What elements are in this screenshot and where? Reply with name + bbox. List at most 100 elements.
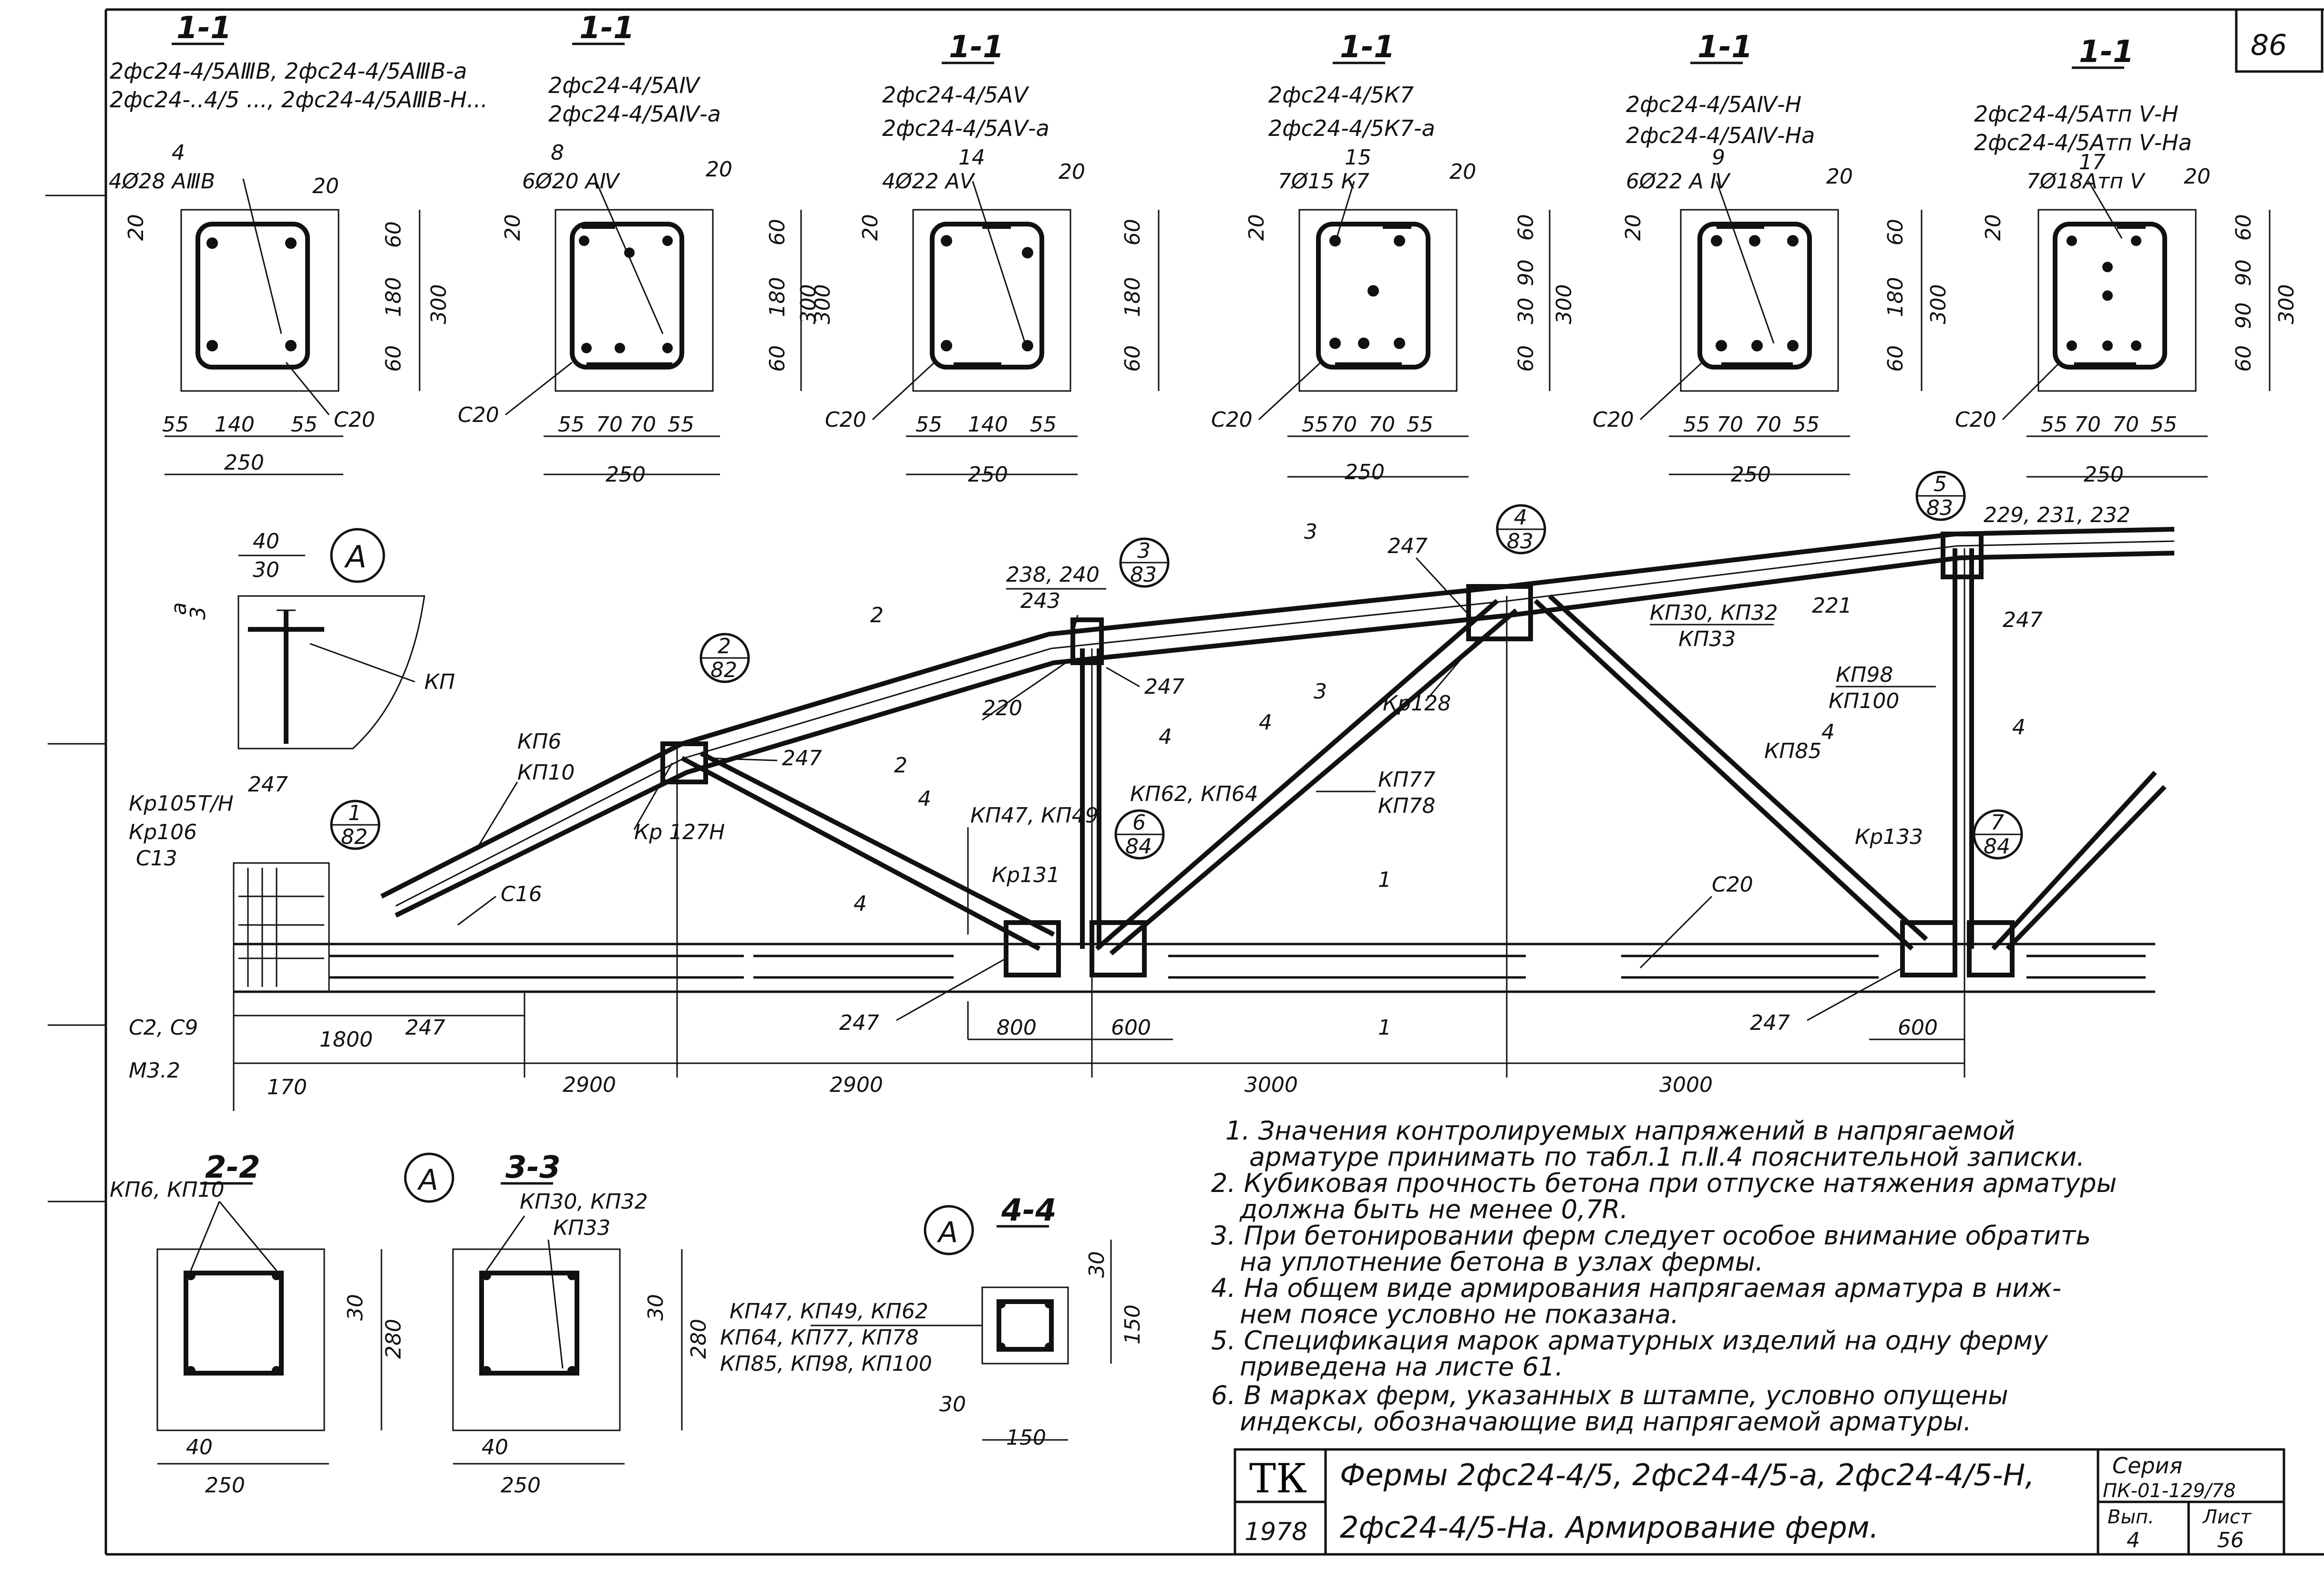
svg-text:6: 6 [1132, 811, 1146, 835]
svg-text:КП33: КП33 [553, 1216, 610, 1240]
svg-text:247: 247 [405, 1016, 445, 1040]
svg-text:КП64, КП77, КП78: КП64, КП77, КП78 [720, 1325, 919, 1350]
svg-text:40: 40 [253, 529, 279, 554]
svg-text:2900: 2900 [830, 1073, 883, 1097]
section-5: 1-1 2фс24-4/5АⅣ-Н 2фс24-4/5АⅣ-На 9 6Ø22 … [1593, 30, 1951, 487]
svg-text:70: 70 [2074, 412, 2101, 437]
svg-text:нем поясе условно не показана.: нем поясе условно не показана. [1240, 1299, 1679, 1329]
svg-text:5. Спецификация марок арматурн: 5. Спецификация марок арматурных изделий… [1211, 1325, 2048, 1356]
svg-text:2: 2 [718, 634, 731, 658]
svg-text:55: 55 [668, 412, 694, 437]
svg-text:6. В марках ферм, указанных в: 6. В марках ферм, указанных в штампе, ус… [1211, 1380, 2008, 1410]
svg-text:С20: С20 [825, 408, 866, 432]
svg-text:30: 30 [1085, 1251, 1109, 1278]
svg-text:300: 300 [1926, 284, 1951, 324]
svg-text:КП10: КП10 [517, 760, 575, 785]
svg-text:60: 60 [1514, 214, 1538, 241]
svg-text:8: 8 [551, 141, 564, 165]
svg-text:ТК: ТК [1249, 1455, 1307, 1502]
svg-text:КП98: КП98 [1836, 663, 1893, 687]
svg-text:С20: С20 [334, 408, 375, 432]
svg-text:247: 247 [1750, 1011, 1790, 1035]
truss-dimensions: 1800 170 2900 2900 800 600 3000 3000 600 [267, 1016, 1938, 1099]
section-1: 1-1 2фс24-4/5АⅢВ, 2фс24-4/5АⅢВ-а 2фс24-.… [109, 10, 488, 475]
svg-text:КП77: КП77 [1378, 768, 1435, 792]
svg-text:56: 56 [2217, 1528, 2244, 1552]
svg-text:4: 4 [2127, 1528, 2140, 1552]
svg-text:5: 5 [1933, 472, 1947, 496]
truss-labels: Кр105 Т/Н Кр106 С13 247 С16 Кр 127Н КП6 … [129, 503, 2130, 1083]
svg-text:55: 55 [1793, 412, 1820, 437]
svg-text:150: 150 [1121, 1304, 1145, 1345]
svg-text:247: 247 [839, 1011, 879, 1035]
section-2: 1-1 2фс24-4/5АⅣ 2фс24-4/5АⅣ-а 8 6Ø20 АⅣ … [458, 10, 835, 487]
svg-text:КП85, КП98, КП100: КП85, КП98, КП100 [720, 1352, 932, 1376]
svg-text:70: 70 [1330, 412, 1357, 437]
svg-text:Кр106: Кр106 [129, 820, 197, 844]
svg-text:3-3: 3-3 [505, 1150, 561, 1185]
svg-text:Кр133: Кр133 [1855, 825, 1923, 849]
svg-text:С20: С20 [1211, 408, 1253, 432]
svg-text:С20: С20 [1955, 408, 1996, 432]
svg-text:280: 280 [381, 1319, 406, 1359]
svg-text:140: 140 [968, 412, 1008, 437]
svg-text:30: 30 [1514, 298, 1538, 324]
svg-text:а: а [167, 602, 191, 615]
svg-text:90: 90 [1514, 259, 1538, 286]
svg-text:90: 90 [2231, 302, 2256, 329]
svg-text:2фс24-4/5Атп Ⅴ-Н: 2фс24-4/5Атп Ⅴ-Н [1974, 101, 2179, 127]
svg-text:2фс24-4/5АⅣ-На: 2фс24-4/5АⅣ-На [1626, 123, 1815, 148]
svg-text:55: 55 [2041, 412, 2067, 437]
svg-text:2фс24-4/5АⅢВ, 2фс24-4/5АⅢВ-а: 2фс24-4/5АⅢВ, 2фс24-4/5АⅢВ-а [110, 58, 467, 84]
svg-text:55: 55 [2150, 412, 2177, 437]
svg-text:247: 247 [1388, 534, 1428, 558]
svg-text:Вып.: Вып. [2108, 1506, 2154, 1528]
svg-text:300: 300 [796, 284, 821, 324]
svg-text:20: 20 [312, 174, 339, 198]
svg-text:250: 250 [205, 1473, 245, 1498]
svg-text:30: 30 [644, 1294, 668, 1321]
svg-text:250: 250 [606, 462, 646, 487]
svg-text:КП47, КП49: КП47, КП49 [970, 803, 1099, 828]
svg-text:6Ø20 АⅣ: 6Ø20 АⅣ [522, 169, 621, 194]
svg-text:55: 55 [558, 412, 585, 437]
svg-text:КП6, КП10: КП6, КП10 [110, 1178, 225, 1202]
svg-text:1800: 1800 [319, 1027, 373, 1052]
svg-text:1: 1 [1378, 868, 1391, 892]
svg-text:180: 180 [381, 277, 406, 317]
svg-text:30: 30 [939, 1392, 966, 1417]
svg-text:Фермы 2фс24-4/5, 2фс24-4/5-а,: Фермы 2фс24-4/5, 2фс24-4/5-а, 2фс24-4/5-… [1340, 1458, 2035, 1492]
svg-text:83: 83 [1926, 496, 1953, 520]
svg-text:55: 55 [162, 412, 189, 437]
svg-text:4Ø28 АⅢВ: 4Ø28 АⅢВ [109, 169, 215, 194]
svg-text:2фс24-..4/5 ..., 2фс24-4/5АⅢВ-: 2фс24-..4/5 ..., 2фс24-4/5АⅢВ-Н... [110, 87, 488, 113]
svg-text:1-1: 1-1 [176, 10, 232, 46]
svg-text:А: А [344, 540, 367, 575]
svg-text:20: 20 [1244, 214, 1269, 241]
svg-text:60: 60 [765, 219, 790, 246]
svg-text:3: 3 [1137, 539, 1151, 563]
svg-text:220: 220 [982, 696, 1022, 720]
svg-text:С16: С16 [501, 882, 542, 906]
svg-text:КП6: КП6 [517, 729, 561, 754]
svg-text:4: 4 [1514, 505, 1527, 530]
svg-text:должна быть не менее 0,7R.: должна быть не менее 0,7R. [1239, 1194, 1628, 1224]
svg-text:70: 70 [596, 412, 623, 437]
svg-text:Кр131: Кр131 [992, 863, 1060, 887]
svg-text:2. Кубиковая прочность бетона: 2. Кубиковая прочность бетона при отпуск… [1211, 1168, 2117, 1198]
svg-text:70: 70 [629, 412, 656, 437]
svg-text:17: 17 [2079, 150, 2106, 175]
svg-text:С20: С20 [458, 403, 499, 427]
section-3: 1-1 2фс24-4/5АⅤ 2фс24-4/5АⅤ-а 14 4Ø22 АⅤ… [796, 30, 1160, 487]
svg-text:индексы, обозначающие вид напр: индексы, обозначающие вид напрягаемой ар… [1240, 1407, 1972, 1437]
svg-text:60: 60 [381, 345, 406, 372]
svg-text:300: 300 [427, 284, 451, 324]
svg-text:7Ø15 К7: 7Ø15 К7 [1278, 169, 1369, 194]
svg-text:2: 2 [870, 603, 884, 627]
svg-text:800: 800 [997, 1016, 1037, 1040]
svg-text:2: 2 [894, 753, 907, 778]
svg-text:2фс24-4/5Атп Ⅴ-На: 2фс24-4/5Атп Ⅴ-На [1974, 130, 2192, 155]
svg-text:Кр 127Н: Кр 127Н [634, 820, 725, 844]
svg-text:55: 55 [915, 412, 942, 437]
